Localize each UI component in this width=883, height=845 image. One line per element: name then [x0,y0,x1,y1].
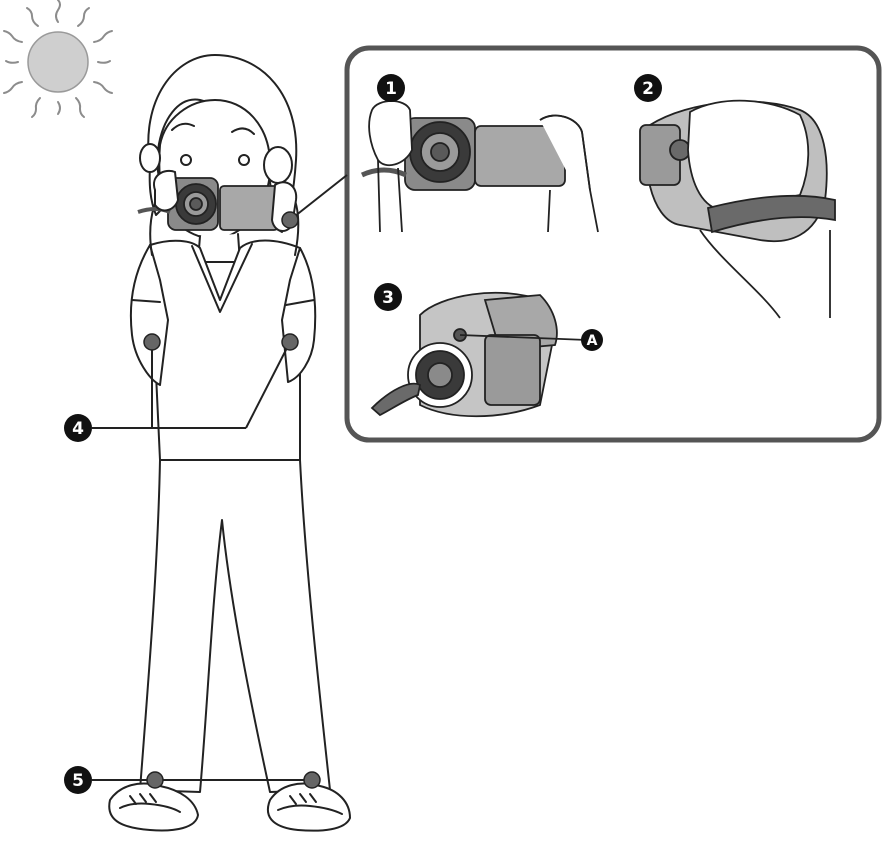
svg-text:A: A [587,333,598,349]
callout-badge-4: 4 [64,414,92,442]
torso [150,241,300,467]
callout-badge-a: A [581,329,603,351]
sun-icon [4,0,112,117]
svg-text:2: 2 [642,79,654,99]
person-figure [109,55,350,831]
right-eye [239,155,249,165]
panel-connector [290,175,347,220]
left-eye [181,155,191,165]
svg-text:3: 3 [382,288,394,308]
right-ear [264,147,292,183]
callout-badge-1: 1 [377,74,405,102]
callout-badge-2: 2 [634,74,662,102]
left-hand [154,171,178,211]
callout-badge-5: 5 [64,766,92,794]
hand-marker [282,212,298,228]
detail-3-camera-view [372,293,587,416]
svg-text:5: 5 [72,771,84,791]
right-shoe [268,784,350,831]
left-ear [140,144,160,172]
callout-badge-3: 3 [374,283,402,311]
svg-text:1: 1 [385,79,397,99]
pants [140,460,330,792]
detail-1-front-grip [362,101,598,232]
detail-2-rear-grip [640,101,835,318]
svg-text:4: 4 [72,419,84,439]
